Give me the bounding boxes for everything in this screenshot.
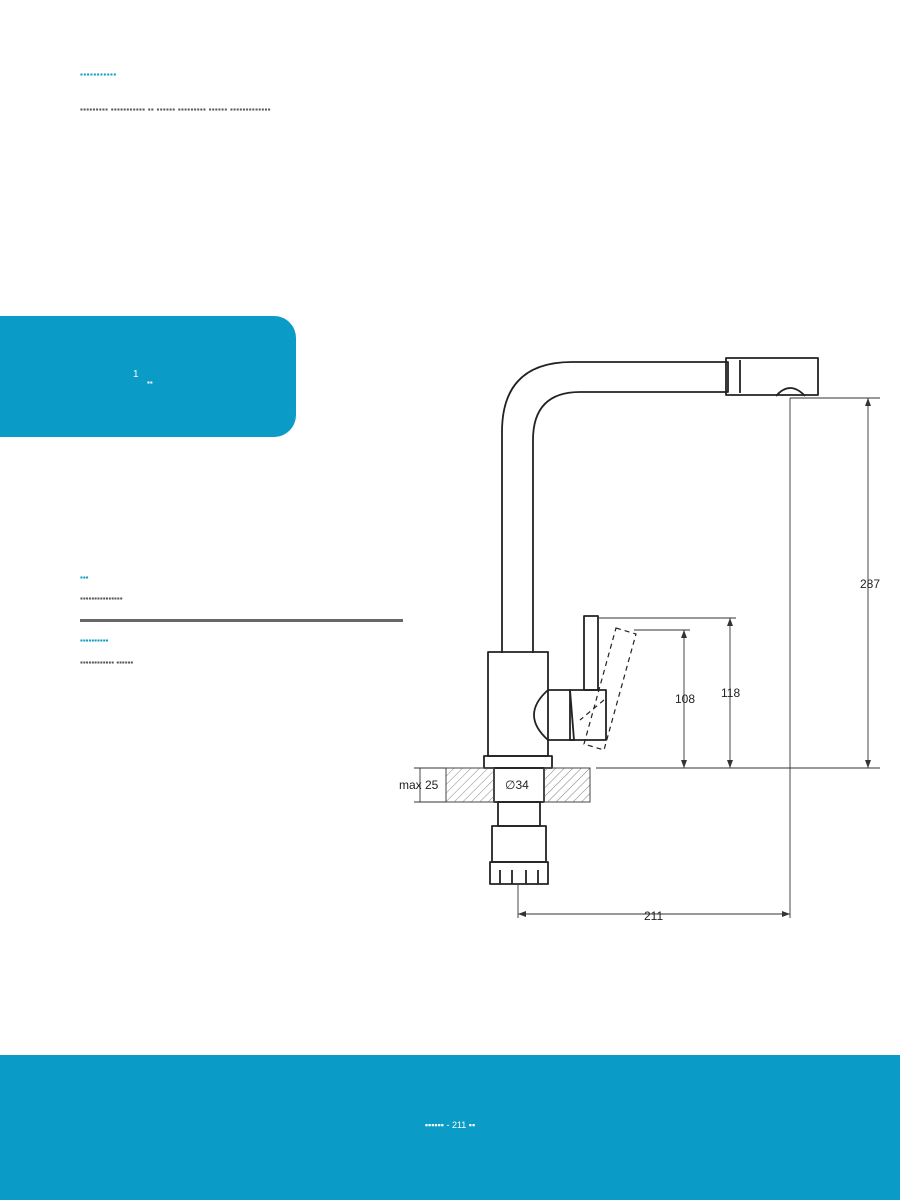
dimension-arrows [518,398,871,917]
badge-panel [0,316,296,437]
footer-band [0,1055,900,1200]
dimension-lines [414,397,880,918]
intro-text: ▪▪▪▪▪▪▪▪▪ ▪▪▪▪▪▪▪▪▪▪▪ ▪▪ ▪▪▪▪▪▪ ▪▪▪▪▪▪▪▪… [80,105,271,114]
section-divider [80,619,403,622]
dim-handle-low: 108 [675,692,695,706]
footer-text: ▪▪▪▪▪▪ - 211 ▪▪ [424,1120,476,1130]
faucet-outline [483,357,819,885]
badge-label: ▪▪ [147,378,153,387]
page-heading: ▪▪▪▪▪▪▪▪▪▪▪ [80,70,117,79]
handle-alt-position [579,627,637,751]
spec-value-2: ▪▪▪▪▪▪▪▪▪▪▪▪ ▪▪▪▪▪▪ [80,658,134,667]
spec-value-1: ▪▪▪▪▪▪▪▪▪▪▪▪▪▪▪ [80,594,123,603]
dim-hole-diameter: ∅34 [505,778,529,792]
spec-label-1: ▪▪▪ [80,573,89,582]
faucet-technical-drawing: 287 118 108 211 ∅34 max 25 [399,357,880,923]
badge-number: 1 [133,369,139,380]
dim-max-thickness: max 25 [399,778,439,792]
countertop-right [543,767,591,803]
spec-label-2: ▪▪▪▪▪▪▪▪▪▪ [80,636,109,645]
dim-reach: 211 [644,909,663,923]
dim-handle-high: 118 [721,686,740,700]
dim-total-height: 287 [860,577,880,591]
countertop-left [445,767,495,803]
